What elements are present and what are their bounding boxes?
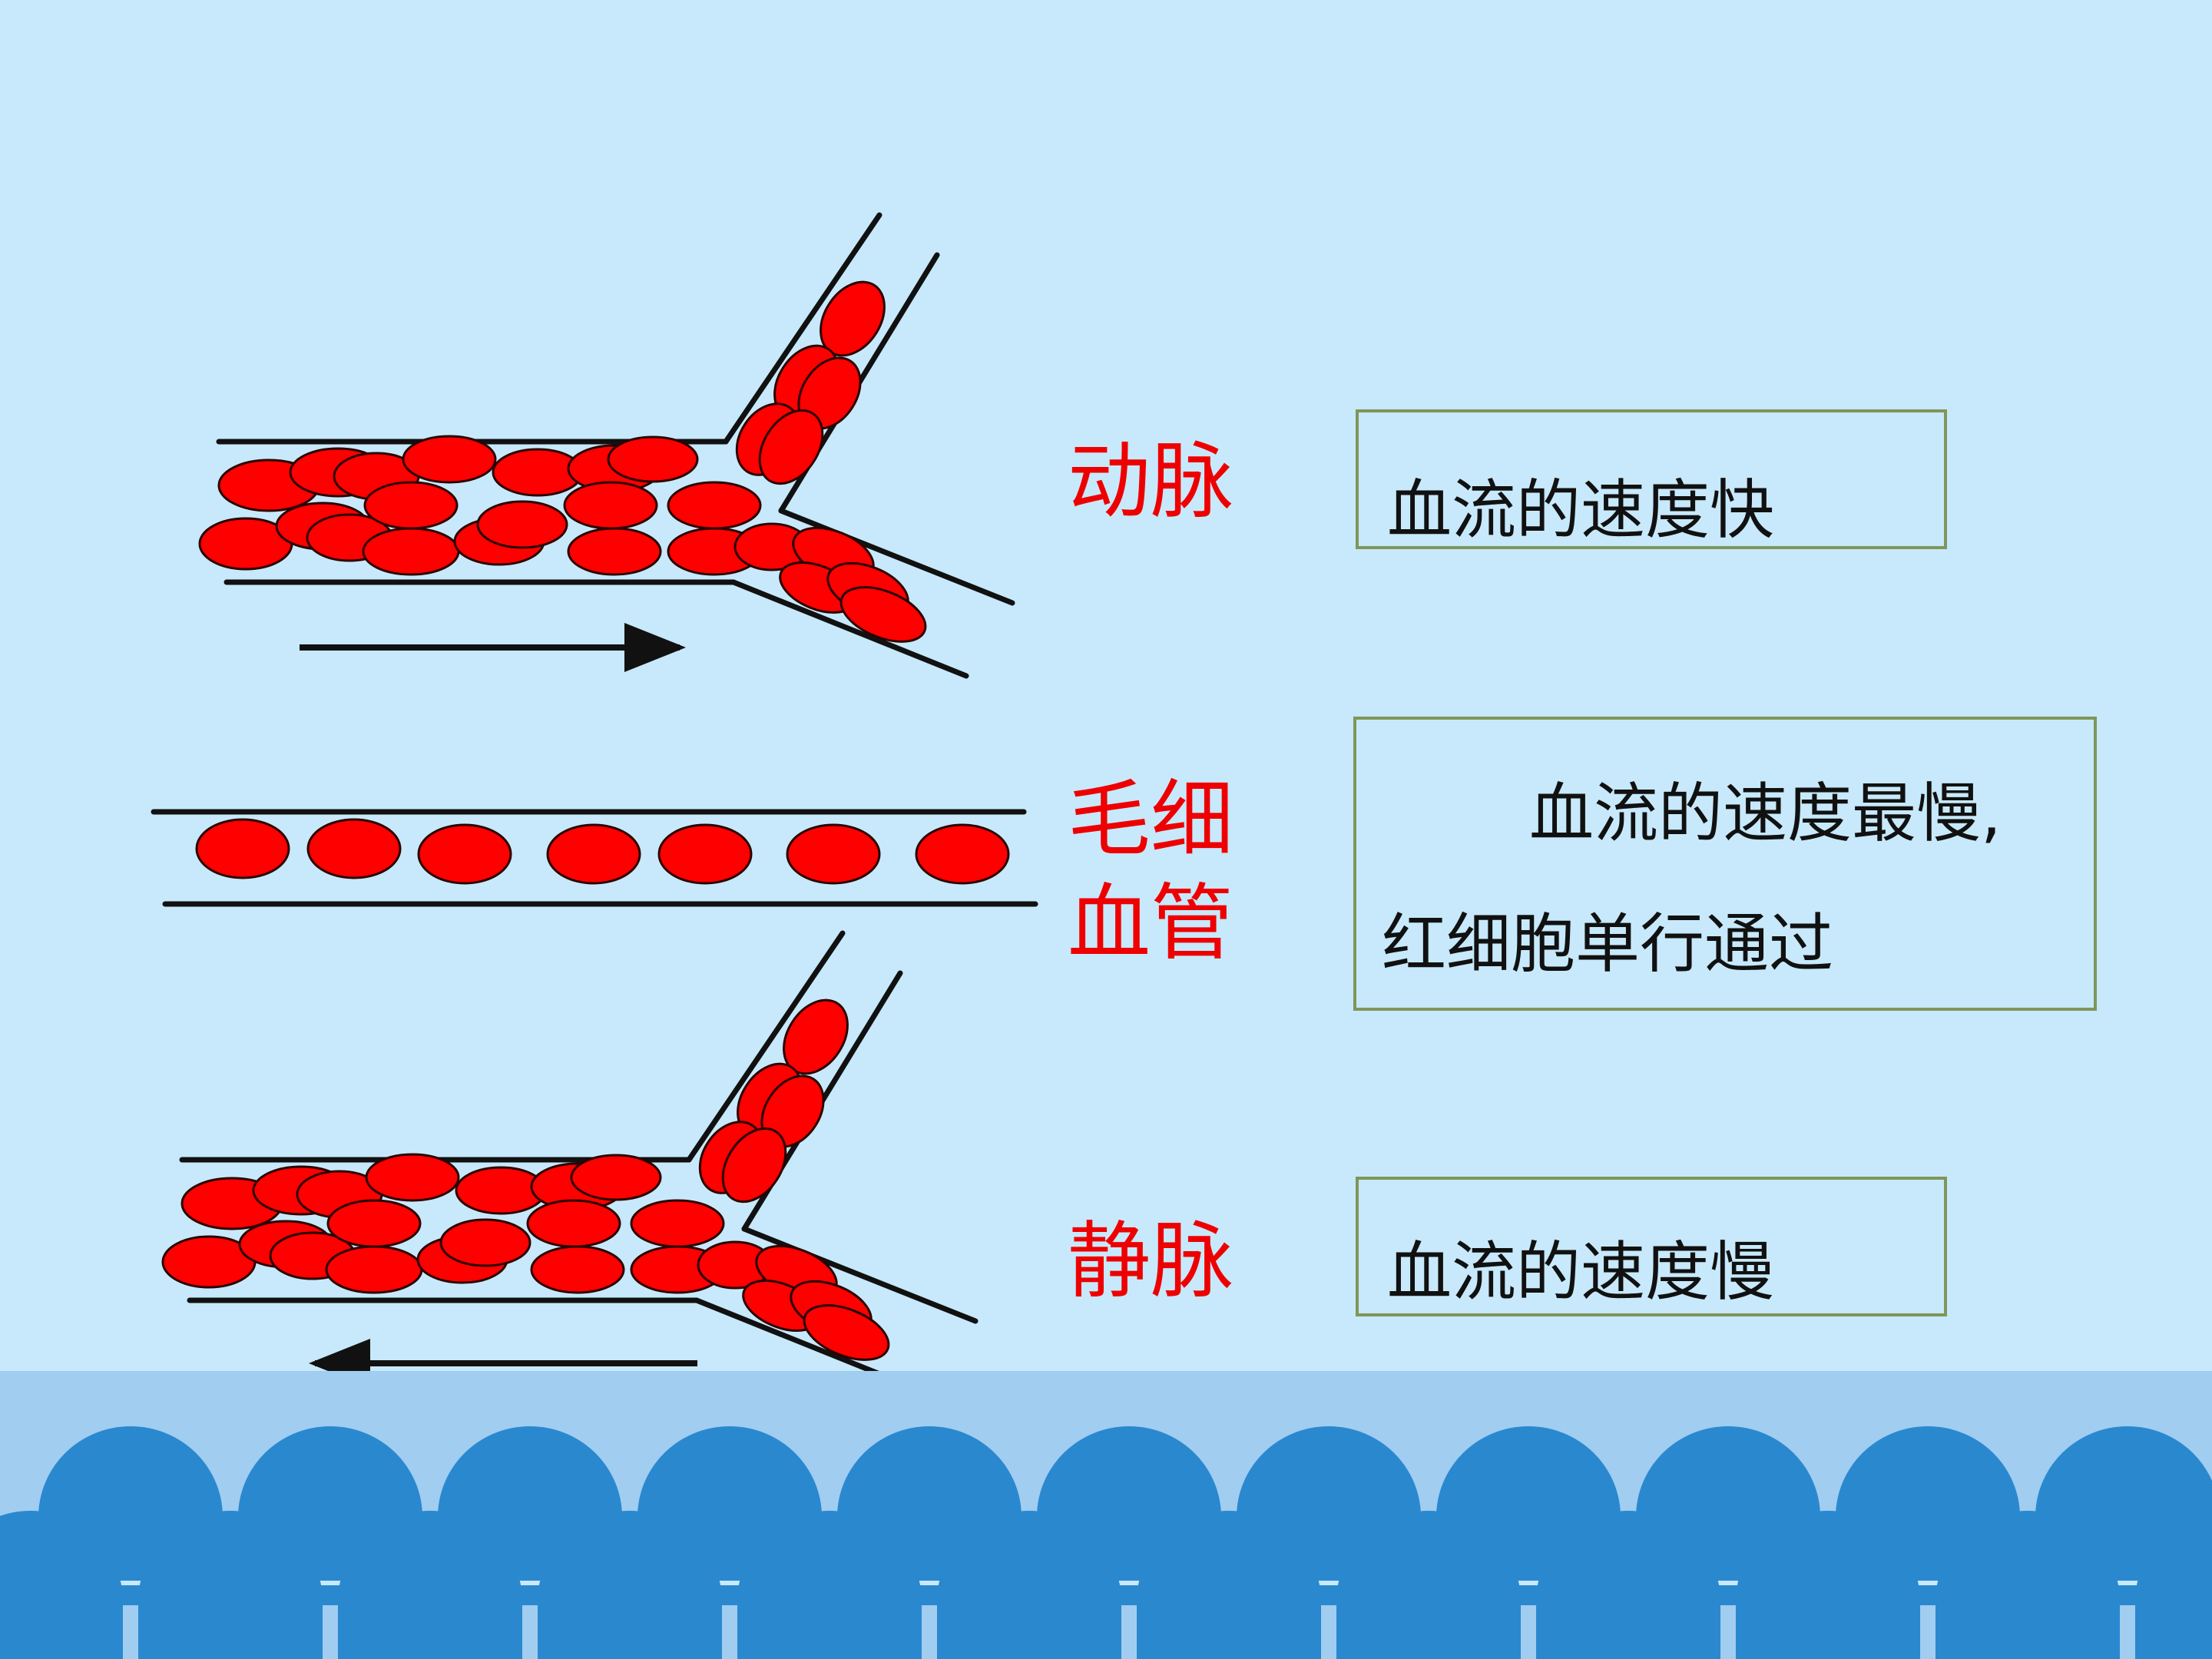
vein-description-box: 血流的速度慢 (1356, 1177, 1947, 1316)
capillary-description-line1: 血流的速度最慢, (1529, 776, 2002, 851)
capillary-description-line2: 红细胞单行通过 (1382, 906, 1834, 982)
artery-vessel-diagram (200, 215, 1012, 676)
capillary-description-box: 血流的速度最慢, 红细胞单行通过 (1353, 717, 2097, 1011)
vein-description: 血流的速度慢 (1387, 1234, 1775, 1310)
capillary-blood-cell (546, 823, 641, 885)
vein-vessel-diagram (163, 933, 975, 1394)
wave-decoration (0, 1371, 2212, 1659)
label-capillary-line2: 血管 (1068, 876, 1234, 972)
capillary-blood-cell (657, 823, 753, 885)
capillary-blood-cell (915, 823, 1010, 885)
capillary-diagram (151, 809, 1038, 907)
capillary-blood-cell (417, 823, 512, 885)
label-capillary: 毛细 血管 (1068, 768, 1233, 975)
artery-description: 血流的速度快 (1387, 472, 1775, 548)
label-capillary-line1: 毛细 (1068, 772, 1234, 868)
capillary-blood-cell (306, 818, 402, 879)
capillary-blood-cell (195, 818, 290, 879)
label-vein: 静脉 (1068, 1214, 1234, 1310)
label-artery: 动脉 (1068, 434, 1234, 530)
capillary-blood-cell (786, 823, 881, 885)
artery-description-box: 血流的速度快 (1356, 409, 1947, 549)
